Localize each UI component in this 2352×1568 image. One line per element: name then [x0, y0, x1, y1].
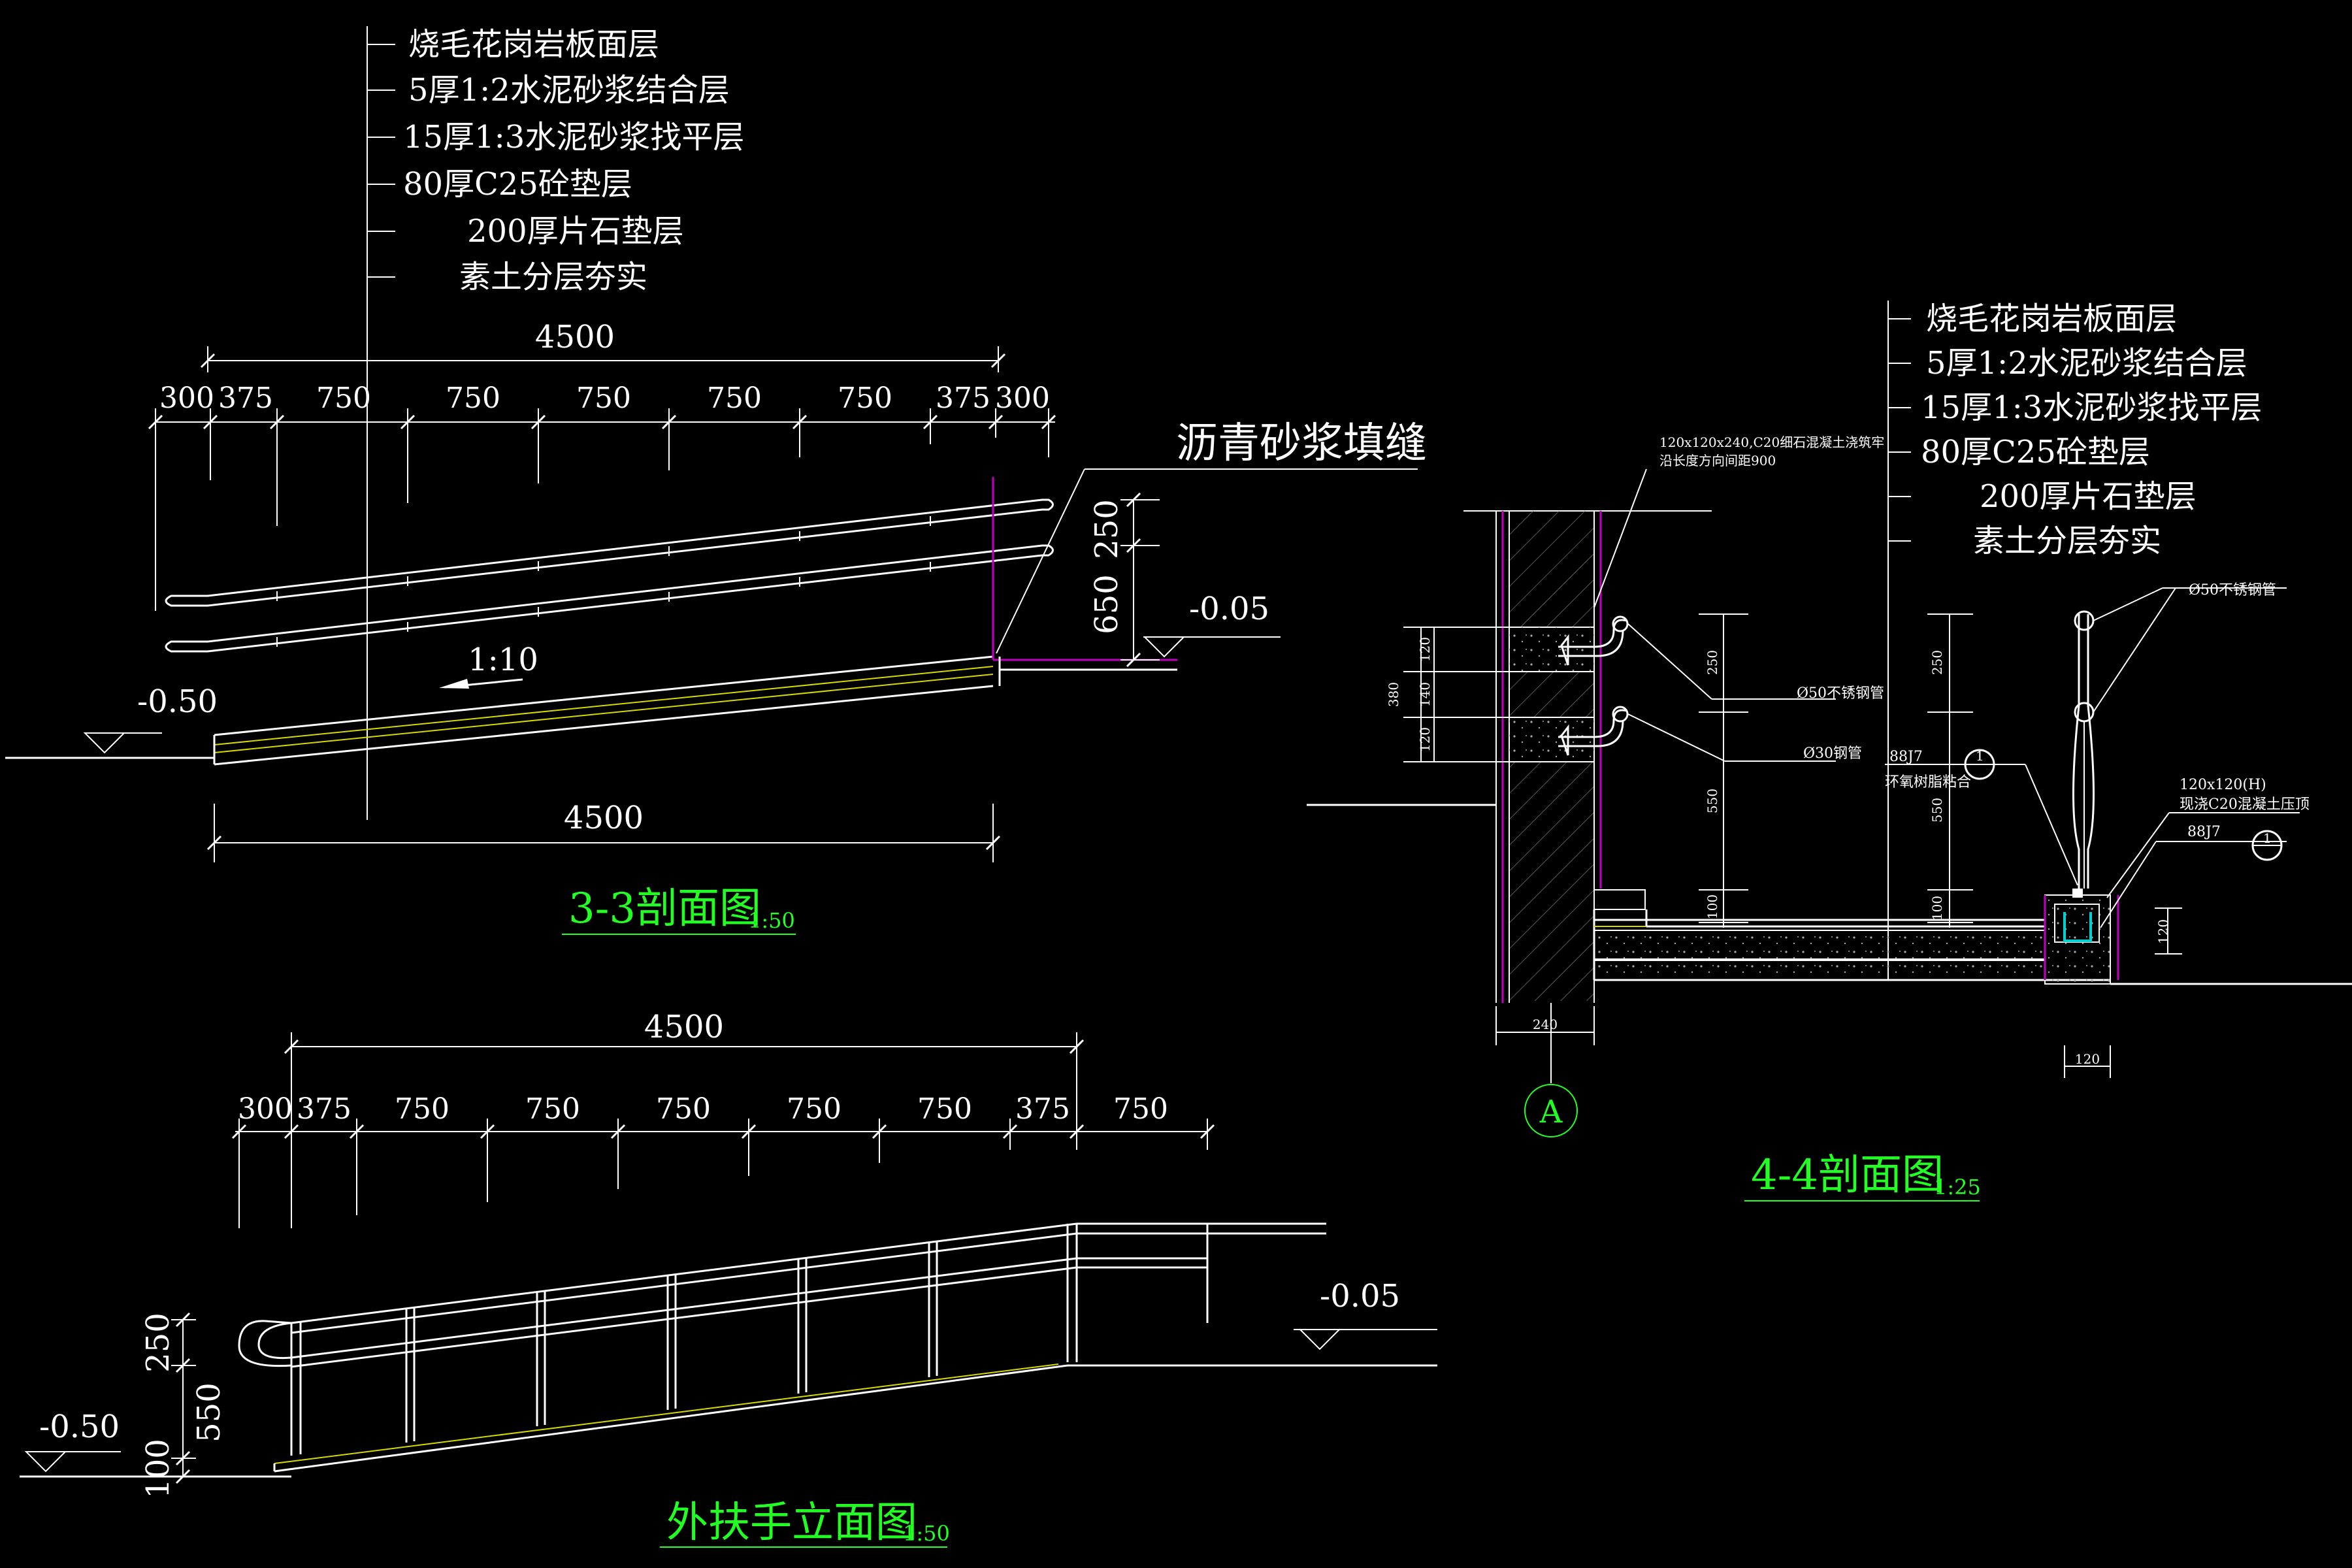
s44-scale: 1:25: [1934, 1175, 1981, 1200]
s44-cap-1: 120x120(H): [2180, 777, 2266, 793]
s44-pipe-right: Ø50不锈钢管: [2189, 582, 2276, 598]
s33-dim-3: 750: [316, 382, 371, 415]
layer-left-6: 素土分层夯实: [459, 259, 647, 295]
layer-right-6: 素土分层夯实: [1973, 523, 2161, 559]
s33-dim-9: 300: [995, 382, 1050, 415]
s33-dim-1: 300: [159, 382, 214, 415]
layer-right-5: 200厚片石垫层: [1980, 478, 2197, 515]
s44-dim-l2: 140: [1417, 682, 1433, 707]
elev-scale: 1:50: [903, 1521, 950, 1546]
elev-dim-6: 750: [787, 1092, 841, 1126]
elev-level-low: -0.50: [39, 1409, 120, 1445]
s44-dim-v2b: 550: [1929, 798, 1945, 823]
layer-left-3: 15厚1:3水泥砂浆找平层: [403, 119, 744, 155]
s33-dim-650: 650: [1088, 574, 1125, 634]
elev-title: 外扶手立面图: [666, 1499, 917, 1547]
layer-right-4: 80厚C25砼垫层: [1921, 434, 2150, 470]
elev-dim-8: 375: [1015, 1092, 1070, 1126]
s33-dim-2: 375: [218, 382, 273, 415]
s44-curb: [2044, 610, 2111, 985]
section-3-3: 烧毛花岗岩板面层 5厚1:2水泥砂浆结合层 15厚1:3水泥砂浆找平层 80厚C…: [5, 26, 1427, 935]
elev-dim-9: 750: [1113, 1092, 1168, 1126]
s44-dim-120-r: 120: [2155, 919, 2171, 944]
layer-left-5: 200厚片石垫层: [467, 213, 684, 250]
layer-right-1: 烧毛花岗岩板面层: [1926, 301, 2177, 337]
s33-level-high: -0.05: [1189, 591, 1269, 627]
s44-epoxy: 环氧树脂粘合: [1885, 774, 1971, 791]
s33-dim-4: 750: [446, 382, 500, 415]
s44-axis: A: [1539, 1094, 1563, 1130]
elev-dim-5: 750: [656, 1092, 711, 1126]
s33-level-low: -0.50: [137, 683, 218, 720]
s44-dim-l1: 120: [1417, 637, 1433, 662]
s44-dim-v1a: 250: [1705, 650, 1720, 675]
elev-total: 4500: [644, 1009, 724, 1045]
elev-dim-4: 750: [525, 1092, 580, 1126]
s33-dim-5: 750: [576, 382, 631, 415]
s44-mark-2: 1: [2263, 830, 2272, 846]
s44-paving: [1593, 909, 2110, 981]
s44-note-2: 沿长度方向间距900: [1659, 453, 1776, 468]
elev-vdim-550: 550: [191, 1382, 227, 1443]
s33-ticks: [148, 408, 1056, 611]
elev-rails: [238, 1222, 1326, 1456]
s44-ref-1: 88J7: [1889, 749, 1923, 765]
s44-ref-2: 88J7: [2187, 824, 2221, 840]
s44-dim-v2a: 250: [1929, 650, 1945, 675]
s44-dim-v1c: 100: [1705, 894, 1720, 919]
section-4-4: 烧毛花岗岩板面层 5厚1:2水泥砂浆结合层 15厚1:3水泥砂浆找平层 80厚C…: [1307, 301, 2352, 1201]
s33-title: 3-3剖面图: [568, 885, 761, 933]
s44-cap-2: 现浇C20混凝土压顶: [2180, 796, 2310, 813]
s33-total-top: 4500: [535, 319, 615, 355]
s44-title: 4-4剖面图: [1751, 1151, 1944, 1200]
s33-dim-8: 375: [936, 382, 990, 415]
s33-dim-7: 750: [838, 382, 892, 415]
layer-left-2: 5厚1:2水泥砂浆结合层: [408, 72, 730, 108]
layer-right-3: 15厚1:3水泥砂浆找平层: [1921, 389, 2262, 426]
elevation-handrail: 4500 300 375 750 750 750 750 750 375 750: [20, 1009, 1437, 1548]
elev-dim-3: 750: [395, 1092, 449, 1126]
layer-left-1: 烧毛花岗岩板面层: [408, 26, 659, 63]
elev-vdim-100: 100: [140, 1439, 176, 1499]
s44-dim-l3: 120: [1417, 727, 1433, 752]
s33-dim-6: 750: [707, 382, 762, 415]
s33-scale: 1:50: [748, 908, 795, 933]
elev-dim-7: 750: [917, 1092, 972, 1126]
s44-note-1: 120x120x240,C20细石混凝土浇筑牢: [1659, 434, 1884, 450]
layer-ticks-left: [367, 44, 395, 278]
s44-dim-v2c: 100: [1929, 896, 1945, 921]
elev-dim-1: 300: [238, 1092, 293, 1126]
elev-vdim-250: 250: [140, 1313, 176, 1373]
s44-dim-380: 380: [1386, 682, 1401, 707]
layer-right-2: 5厚1:2水泥砂浆结合层: [1926, 345, 2247, 382]
s44-dim-v1b: 550: [1705, 789, 1720, 813]
s33-note: 沥青砂浆填缝: [1176, 419, 1427, 468]
s44-pipe-1: Ø50不锈钢管: [1797, 685, 1884, 702]
s33-total-bottom: 4500: [564, 800, 644, 836]
s44-dim-240: 240: [1533, 1017, 1558, 1032]
elev-ticks: [231, 1119, 1215, 1228]
s44-pipe-2: Ø30钢管: [1803, 745, 1862, 762]
s33-slope: 1:10: [468, 642, 538, 678]
s44-mark-1: 1: [1976, 748, 1984, 764]
s33-handrails: [165, 498, 1054, 653]
elev-dim-2: 375: [297, 1092, 351, 1126]
elev-level-high: -0.05: [1320, 1278, 1400, 1315]
s33-dim-250: 250: [1088, 499, 1125, 559]
s33-ramp: [5, 477, 1177, 766]
layer-left-4: 80厚C25砼垫层: [403, 166, 632, 203]
s44-dim-120-b: 120: [2075, 1051, 2100, 1067]
